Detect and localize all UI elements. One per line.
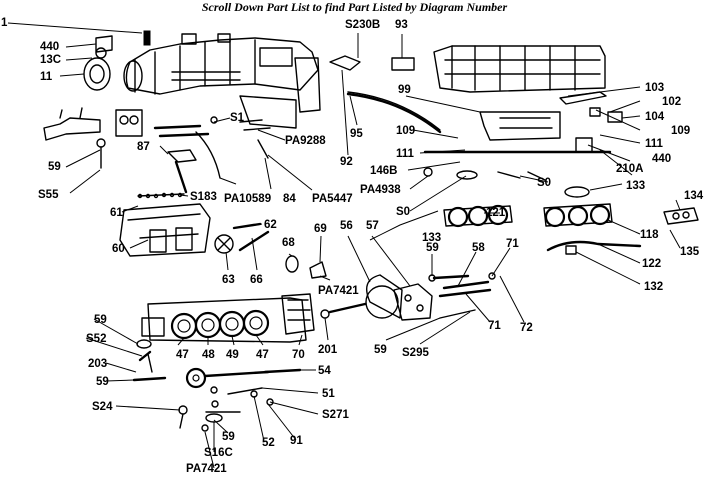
part-label: 59 — [374, 344, 387, 356]
part-label: 201 — [318, 344, 338, 356]
part-label: 440 — [652, 153, 671, 165]
part-label: 71 — [506, 238, 519, 250]
part-label: PA5447 — [312, 193, 353, 205]
part-label: 59 — [96, 376, 109, 388]
leader-lines — [7, 22, 681, 469]
part-label: 68 — [282, 237, 295, 249]
part-label: 69 — [314, 223, 327, 235]
part-label: 59 — [222, 431, 235, 443]
part-label: S230B — [345, 19, 380, 31]
part-label: S295 — [402, 347, 429, 359]
cab-tender-top — [329, 45, 606, 134]
part-label: PA4938 — [360, 184, 401, 196]
part-label: 47 — [256, 349, 269, 361]
part-label: 13C — [40, 54, 61, 66]
part-label: S183 — [190, 191, 217, 203]
part-label: 440 — [40, 41, 59, 53]
part-label: 104 — [645, 111, 665, 123]
smokebox-front-parts — [83, 30, 151, 91]
part-label: 59 — [48, 161, 61, 173]
part-label: 72 — [520, 322, 533, 334]
cylinders-and-pilot — [119, 203, 327, 279]
part-label: 95 — [350, 128, 363, 140]
part-label: S1 — [230, 112, 245, 124]
part-label: PA9288 — [285, 135, 326, 147]
part-label: 48 — [202, 349, 215, 361]
part-label: 203 — [88, 358, 107, 370]
tender-body — [423, 91, 623, 198]
part-label: 59 — [94, 314, 107, 326]
tender-trucks — [443, 203, 699, 255]
motor-and-gears — [320, 272, 496, 321]
part-label: 132 — [644, 281, 663, 293]
part-label: 135 — [680, 246, 700, 258]
part-label: 133 — [422, 232, 441, 244]
part-label: 66 — [250, 274, 263, 286]
part-label: S271 — [322, 409, 349, 421]
part-label: 61 — [110, 207, 123, 219]
part-label: 111 — [645, 138, 664, 150]
pilot-truck-and-brakes — [132, 339, 302, 432]
part-label: 133 — [626, 180, 645, 192]
drive-frame-and-drivers — [141, 293, 315, 343]
part-label: 109 — [396, 125, 415, 137]
part-label: 49 — [226, 349, 239, 361]
part-label: 102 — [662, 96, 681, 108]
part-label: PA7421 — [186, 463, 227, 475]
part-label: 122 — [642, 258, 661, 270]
part-label: 70 — [292, 349, 305, 361]
part-label: S0 — [396, 206, 410, 218]
page-title: Scroll Down Part List to find Part Liste… — [201, 0, 508, 14]
part-label: 52 — [262, 437, 275, 449]
part-label: 54 — [318, 365, 331, 377]
part-label: 134 — [684, 190, 704, 202]
part-label: S55 — [38, 189, 59, 201]
part-label: 118 — [640, 229, 659, 241]
part-label: 92 — [340, 156, 353, 168]
part-label: 58 — [472, 242, 485, 254]
part-label: 109 — [671, 125, 690, 137]
valve-gear-and-small-parts — [43, 107, 271, 199]
part-label: 51 — [322, 388, 335, 400]
part-label: 91 — [290, 435, 303, 447]
part-label: S52 — [86, 333, 106, 345]
part-label: 62 — [264, 219, 277, 231]
part-label: 87 — [137, 141, 150, 153]
part-label: PA7421 — [318, 285, 359, 297]
part-label: PA10589 — [224, 193, 271, 205]
part-label: 60 — [112, 243, 125, 255]
part-label: 1 — [1, 17, 8, 29]
part-label: 59 — [426, 242, 439, 254]
part-label: 99 — [398, 84, 411, 96]
part-label: S16C — [204, 447, 233, 459]
part-label: 63 — [222, 274, 235, 286]
part-label: 11 — [40, 71, 53, 83]
part-label: 56 — [340, 220, 353, 232]
part-label: 121 — [486, 207, 506, 219]
part-label: 93 — [395, 19, 408, 31]
part-label: S24 — [92, 401, 113, 413]
part-number-labels: 1 440 13C 11 S230B 93 99 103 102 104 109… — [1, 17, 704, 475]
part-label: 146B — [370, 165, 398, 177]
boiler-shell — [123, 33, 321, 129]
part-label: 84 — [283, 193, 296, 205]
part-label: 210A — [616, 163, 644, 175]
part-label: 71 — [488, 320, 501, 332]
part-label: S0 — [537, 177, 551, 189]
part-label: 111 — [396, 148, 415, 160]
part-label: 47 — [176, 349, 189, 361]
part-label: 57 — [366, 220, 379, 232]
part-label: 103 — [645, 82, 664, 94]
